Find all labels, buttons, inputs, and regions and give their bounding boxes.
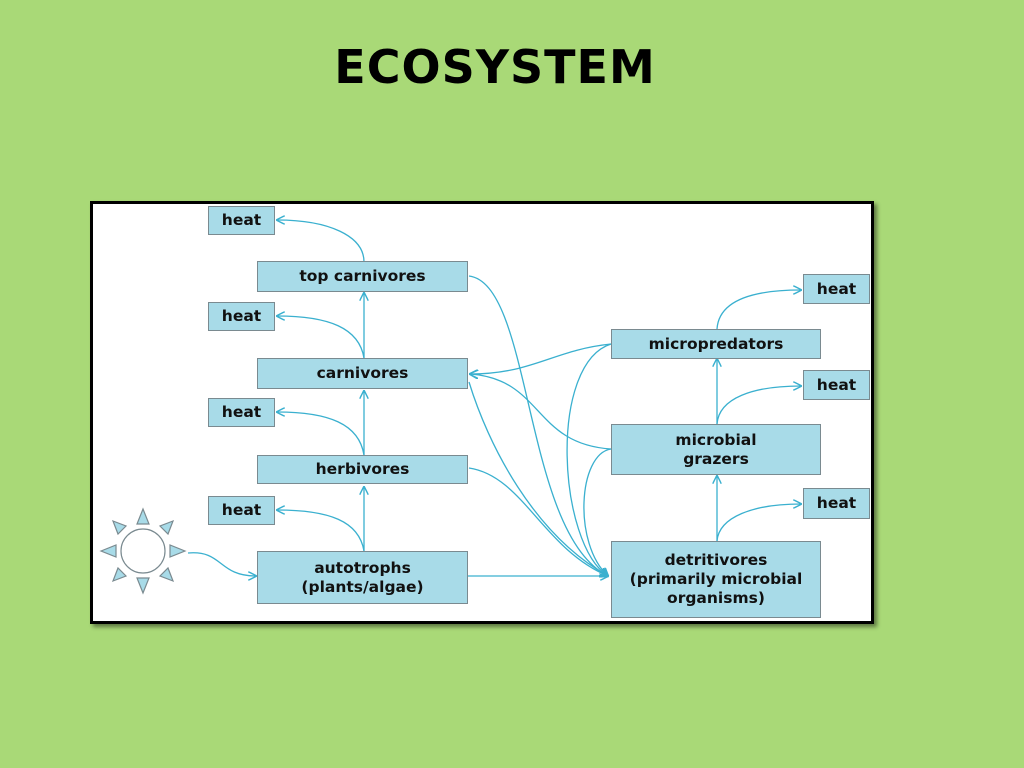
arrow-heat-herbivores <box>277 412 365 456</box>
heat-box-autotrophs: heat <box>208 496 275 525</box>
arrow-heat-micropredators <box>716 290 801 330</box>
arrow-top-carnivores-to-detritivores <box>468 275 608 576</box>
flow-arrows <box>99 204 871 595</box>
arrow-microbial-grazers-to-detritivores <box>583 448 612 576</box>
micropredators-box: micropredators <box>611 329 821 359</box>
arrow-sun-to-autotrophs <box>187 552 256 576</box>
slide-title: ECOSYSTEM <box>334 40 656 94</box>
herbivores-box: herbivores <box>257 455 468 484</box>
heat-box-top-carnivores: heat <box>208 206 275 235</box>
heat-box-detritivores: heat <box>803 488 870 519</box>
ecosystem-diagram: heat heat heat heat top carnivores carni… <box>90 201 874 624</box>
arrow-micropredators-to-carnivores <box>470 343 612 374</box>
detritivores-box: detritivores (primarily microbial organi… <box>611 541 821 618</box>
arrow-microbial-grazers-to-carnivores <box>470 374 612 450</box>
arrow-heat-carnivores <box>277 316 365 359</box>
top-carnivores-box: top carnivores <box>257 261 468 292</box>
heat-box-carnivores: heat <box>208 302 275 331</box>
microbial-grazers-box: microbial grazers <box>611 424 821 475</box>
arrow-heat-detritivores <box>716 504 801 542</box>
arrow-micropredators-to-detritivores <box>566 343 612 576</box>
arrow-heat-microbial-grazers <box>716 386 801 425</box>
heat-box-herbivores: heat <box>208 398 275 427</box>
autotrophs-box: autotrophs (plants/algae) <box>257 551 468 604</box>
arrow-herbivores-to-detritivores <box>468 467 608 576</box>
arrow-heat-autotrophs <box>277 510 365 552</box>
arrow-carnivores-to-detritivores <box>468 381 608 576</box>
sun-icon <box>99 507 187 595</box>
arrow-heat-top-carnivores <box>277 220 365 263</box>
carnivores-box: carnivores <box>257 358 468 389</box>
heat-box-microbial-grazers: heat <box>803 370 870 400</box>
heat-box-micropredators: heat <box>803 274 870 304</box>
